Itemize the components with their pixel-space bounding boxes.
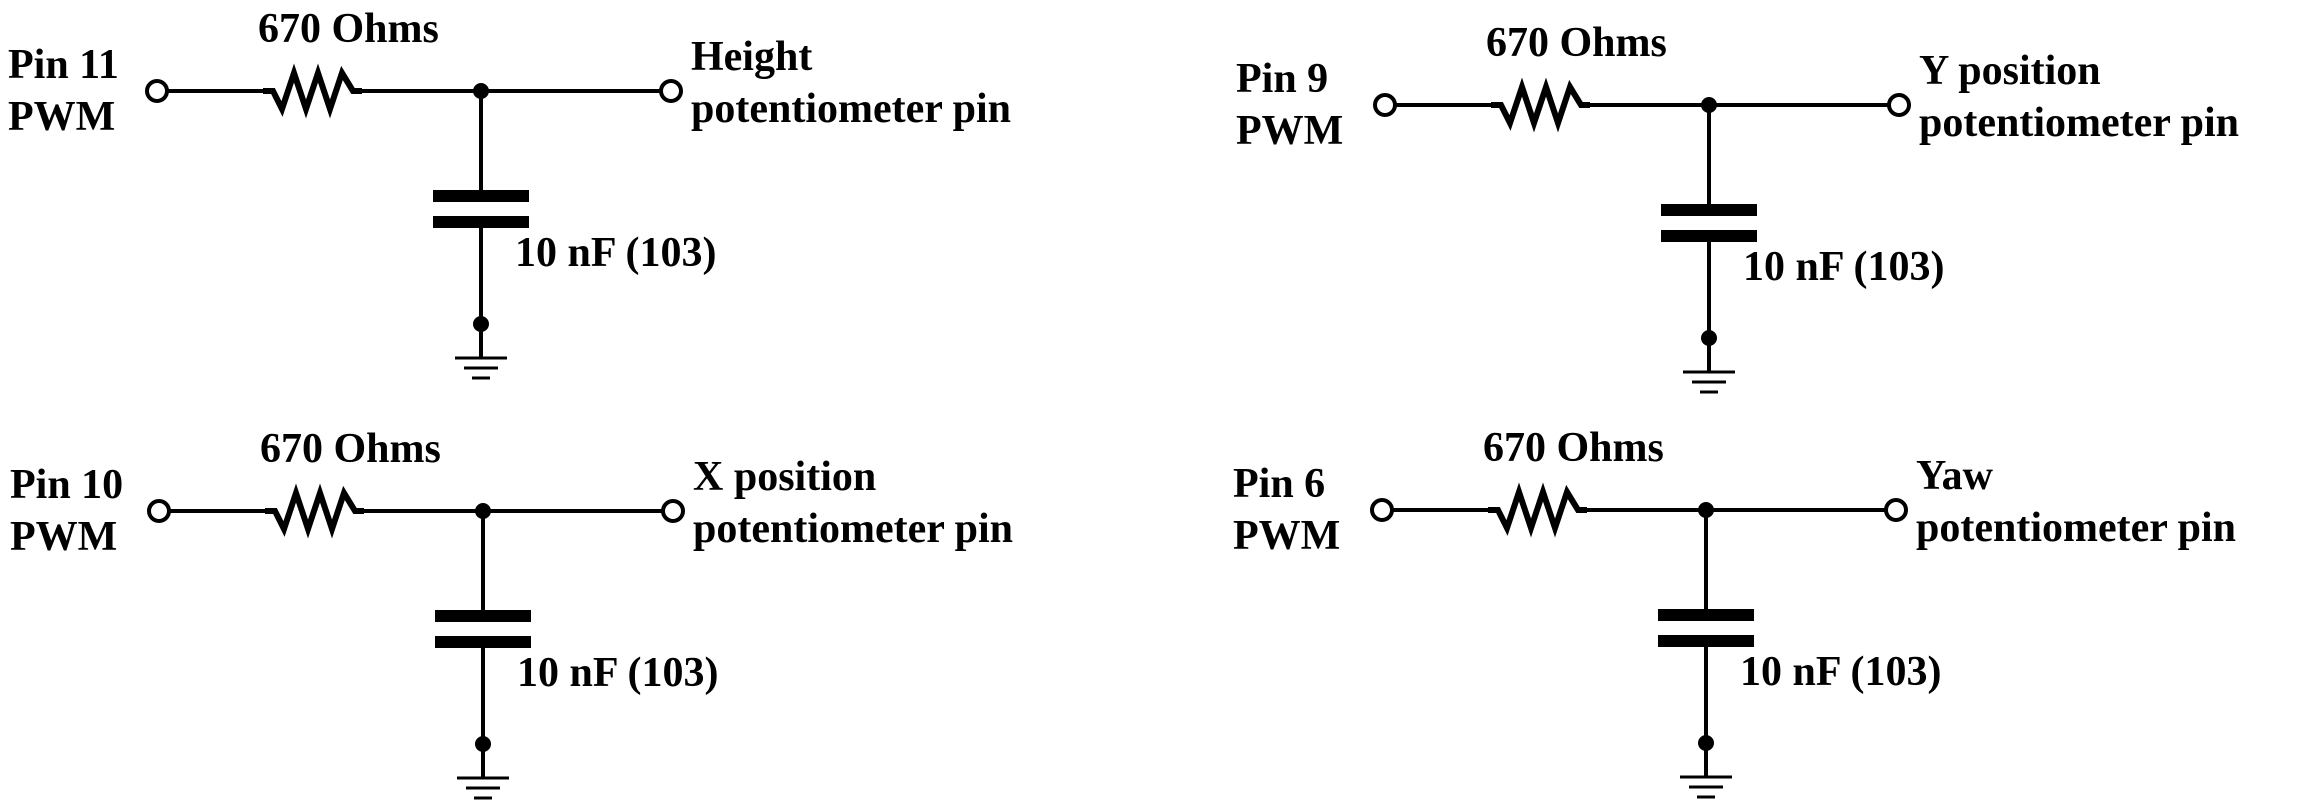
output-label-line2: potentiometer pin	[1916, 505, 2236, 551]
output-terminal	[661, 499, 685, 523]
circuit-pin-6: Pin 6 PWM 670 Ohms Yaw potentiometer pin…	[1233, 425, 2236, 799]
output-label-line1: Yaw	[1916, 453, 1994, 499]
output-terminal	[659, 79, 683, 103]
pin-label: Pin 6	[1233, 461, 1325, 507]
input-terminal	[1370, 498, 1394, 522]
pin-label: Pin 11	[8, 42, 119, 88]
output-terminal	[1884, 498, 1908, 522]
circuit-pin-11: Pin 11 PWM 670 Ohms Height potentiometer…	[8, 6, 1011, 380]
output-label-line2: potentiometer pin	[1919, 100, 2239, 146]
pin-label: Pin 10	[10, 462, 123, 508]
output-label-line2: potentiometer pin	[691, 86, 1011, 132]
pin-mode-label: PWM	[10, 514, 117, 560]
resistor-symbol	[265, 483, 364, 539]
resistor-symbol	[263, 63, 362, 119]
resistor-symbol	[1491, 77, 1590, 133]
ground-icon	[455, 356, 507, 380]
output-label-line1: Height	[691, 34, 812, 80]
capacitor-label: 10 nF (103)	[515, 230, 716, 276]
output-label-line2: potentiometer pin	[693, 506, 1013, 552]
circuit-pin-9: Pin 9 PWM 670 Ohms Y position potentiome…	[1236, 20, 2239, 394]
pin-mode-label: PWM	[1236, 108, 1343, 154]
input-terminal	[145, 79, 169, 103]
pin-label: Pin 9	[1236, 56, 1328, 102]
resistor-label: 670 Ohms	[1483, 425, 1664, 471]
resistor-label: 670 Ohms	[260, 426, 441, 472]
input-terminal	[1373, 93, 1397, 117]
output-label-line1: Y position	[1919, 48, 2101, 94]
capacitor-label: 10 nF (103)	[517, 650, 718, 696]
ground-icon	[1680, 775, 1732, 799]
capacitor-label: 10 nF (103)	[1740, 649, 1941, 695]
ground-icon	[1683, 370, 1735, 394]
ground-icon	[457, 776, 509, 800]
circuit-pin-10: Pin 10 PWM 670 Ohms X position potentiom…	[10, 426, 1013, 800]
pin-mode-label: PWM	[8, 94, 115, 140]
output-label-line1: X position	[693, 454, 876, 500]
capacitor-label: 10 nF (103)	[1743, 244, 1944, 290]
pin-mode-label: PWM	[1233, 513, 1340, 559]
resistor-label: 670 Ohms	[258, 6, 439, 52]
resistor-label: 670 Ohms	[1486, 20, 1667, 66]
output-terminal	[1887, 93, 1911, 117]
input-terminal	[147, 499, 171, 523]
resistor-symbol	[1488, 482, 1587, 538]
